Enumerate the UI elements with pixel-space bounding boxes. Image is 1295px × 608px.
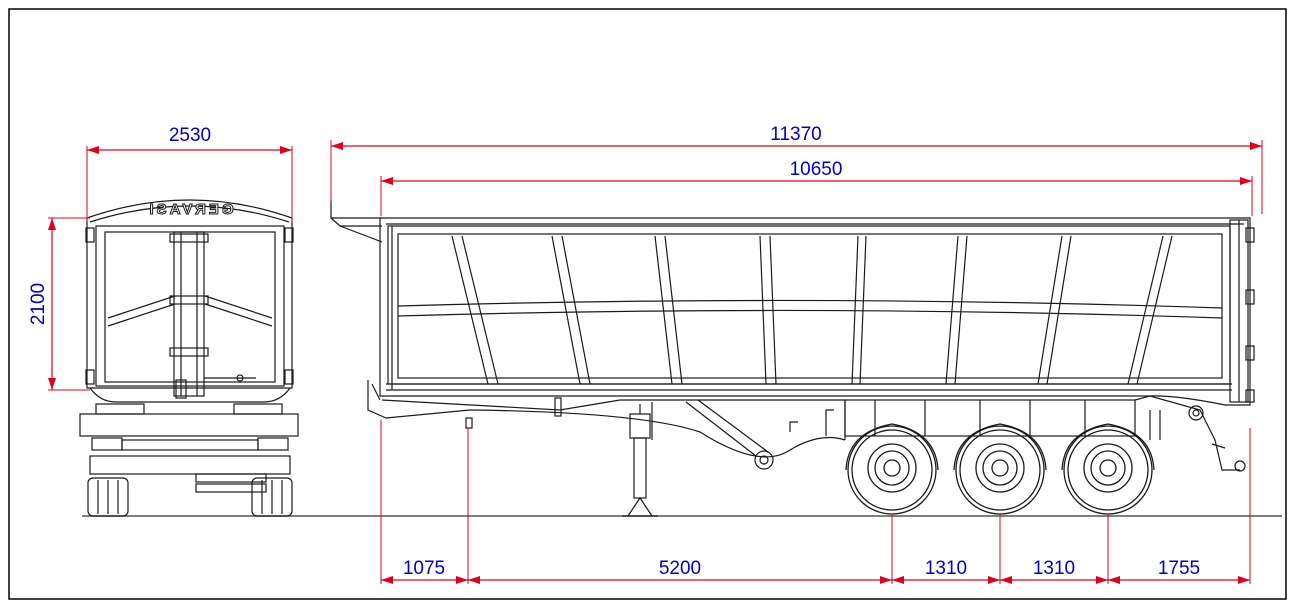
wheel-axle-3 [1061,423,1155,515]
dim-rear-width: 2530 [169,125,211,146]
rear-brand-text: GERVASI [146,201,233,218]
body-length-dimension: 10650 [380,159,1253,216]
drawing-border [8,8,1287,600]
dim-rear-overhang: 1755 [1158,558,1200,579]
rear-view [79,199,299,517]
dim-overall-length: 11370 [770,124,821,145]
dim-rear-height: 2100 [28,283,49,325]
rear-width-dimension: 2530 [86,125,293,222]
side-view [330,200,1255,517]
overall-length-dimension: 11370 [330,124,1263,214]
wheel-axle-1 [845,423,939,515]
dim-axle-spacing-1: 1310 [925,558,967,579]
dim-front-overhang: 1075 [403,558,445,579]
bottom-dimensions: 1075 5200 1310 1310 1755 [380,420,1251,584]
dim-body-length: 10650 [790,159,843,180]
wheel-axle-2 [953,423,1047,515]
rear-height-dimension: 2100 [28,217,90,391]
dim-axle-spacing-2: 1310 [1033,558,1075,579]
dim-kingpin-to-axle: 5200 [659,558,701,579]
